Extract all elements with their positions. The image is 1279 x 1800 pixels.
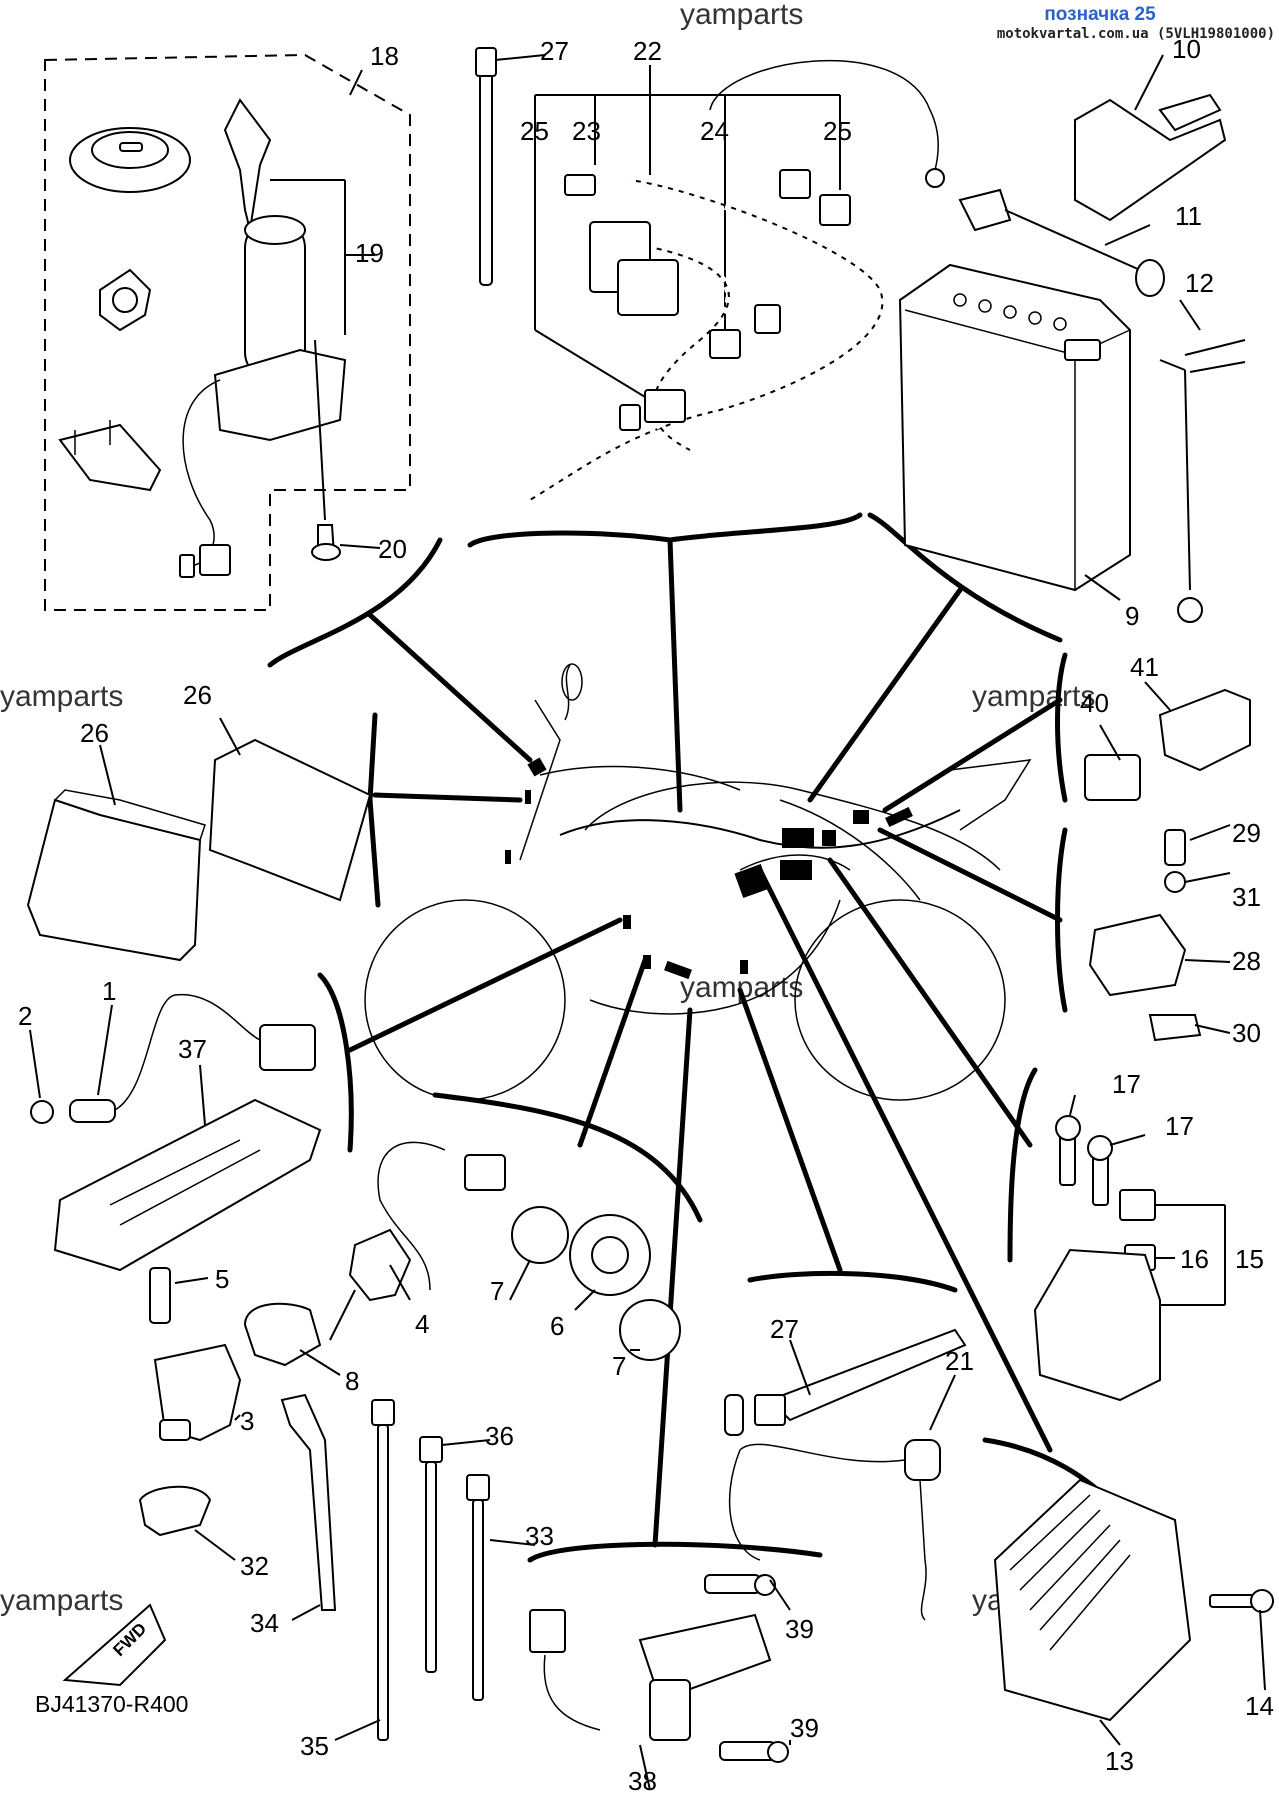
- connector-group: [1084, 681, 1251, 1042]
- callout-labels: 1 2 3 4 5 6 7 7 8 9 10 11 12 13 14 15 16…: [18, 34, 1274, 1796]
- callout-25a: 25: [520, 116, 549, 146]
- rectifier-group: [993, 1478, 1274, 1746]
- callout-29: 29: [1232, 818, 1261, 848]
- motorcycle-silhouette: [364, 663, 1032, 1101]
- wiring-harness-group: [475, 47, 945, 504]
- callout-13: 13: [1105, 1746, 1134, 1776]
- pickup-rotor-group: [243, 1141, 681, 1376]
- callout-38: 38: [628, 1766, 657, 1796]
- callout-9: 9: [1125, 601, 1139, 631]
- callout-17b: 17: [1165, 1111, 1194, 1141]
- watermark-bottom-left: yamparts: [0, 1584, 123, 1617]
- callout-17a: 17: [1112, 1069, 1141, 1099]
- callout-36: 36: [485, 1421, 514, 1451]
- watermark-right: yamparts: [972, 680, 1095, 713]
- reference-link[interactable]: позначка 25: [1044, 4, 1156, 25]
- callout-40: 40: [1080, 688, 1109, 718]
- callout-37: 37: [178, 1034, 207, 1064]
- sensor-plate-group: [29, 993, 322, 1272]
- callout-2: 2: [18, 1001, 32, 1031]
- callout-27a: 27: [540, 36, 569, 66]
- callout-33: 33: [525, 1521, 554, 1551]
- callout-4: 4: [415, 1309, 429, 1339]
- callout-20: 20: [378, 534, 407, 564]
- throttle-sensor-group: [138, 1267, 242, 1561]
- callout-28: 28: [1232, 946, 1261, 976]
- callout-15: 15: [1235, 1244, 1264, 1274]
- callout-31: 31: [1232, 882, 1261, 912]
- callout-16: 16: [1180, 1244, 1209, 1274]
- ecu-group: [26, 717, 372, 962]
- diagram-code: BJ41370-R400: [35, 1691, 188, 1717]
- callout-23: 23: [572, 116, 601, 146]
- callout-32: 32: [240, 1551, 269, 1581]
- ignition-switch-group: [44, 53, 411, 611]
- solenoid-group: [529, 1574, 791, 1791]
- callout-12: 12: [1185, 268, 1214, 298]
- callout-14: 14: [1245, 1691, 1274, 1721]
- sender-group: [724, 1328, 967, 1621]
- callout-1: 1: [102, 976, 116, 1006]
- callout-21: 21: [945, 1346, 974, 1376]
- callout-41: 41: [1130, 652, 1159, 682]
- relay-group: [1033, 1094, 1226, 1402]
- callout-27b: 27: [770, 1314, 799, 1344]
- callout-7b: 7: [612, 1351, 626, 1381]
- watermark-left: yamparts: [0, 680, 123, 713]
- callout-11: 11: [1175, 201, 1202, 231]
- fwd-arrow-icon: FWD: [62, 1603, 167, 1687]
- callout-26b: 26: [183, 680, 212, 710]
- callout-34: 34: [250, 1608, 279, 1638]
- callout-7a: 7: [490, 1276, 504, 1306]
- source-label: motokvartal.com.ua (5VLH19801000): [996, 26, 1275, 42]
- watermark-top: yamparts: [680, 0, 803, 31]
- callout-22: 22: [633, 36, 662, 66]
- callout-3: 3: [240, 1406, 254, 1436]
- callout-30: 30: [1232, 1018, 1261, 1048]
- callout-6: 6: [550, 1311, 564, 1341]
- callout-24: 24: [700, 116, 729, 146]
- callout-5: 5: [215, 1264, 229, 1294]
- callout-25b: 25: [823, 116, 852, 146]
- cable-ties-group: [280, 1393, 536, 1741]
- leader-lines: [267, 512, 1123, 1563]
- callout-35: 35: [300, 1731, 329, 1761]
- callout-39b: 39: [790, 1713, 819, 1743]
- battery-group: [898, 54, 1246, 623]
- callout-26a: 26: [80, 718, 109, 748]
- callout-39a: 39: [785, 1614, 814, 1644]
- callout-8: 8: [345, 1366, 359, 1396]
- callout-10: 10: [1172, 34, 1201, 64]
- callout-18: 18: [370, 41, 399, 71]
- callout-19: 19: [355, 238, 384, 268]
